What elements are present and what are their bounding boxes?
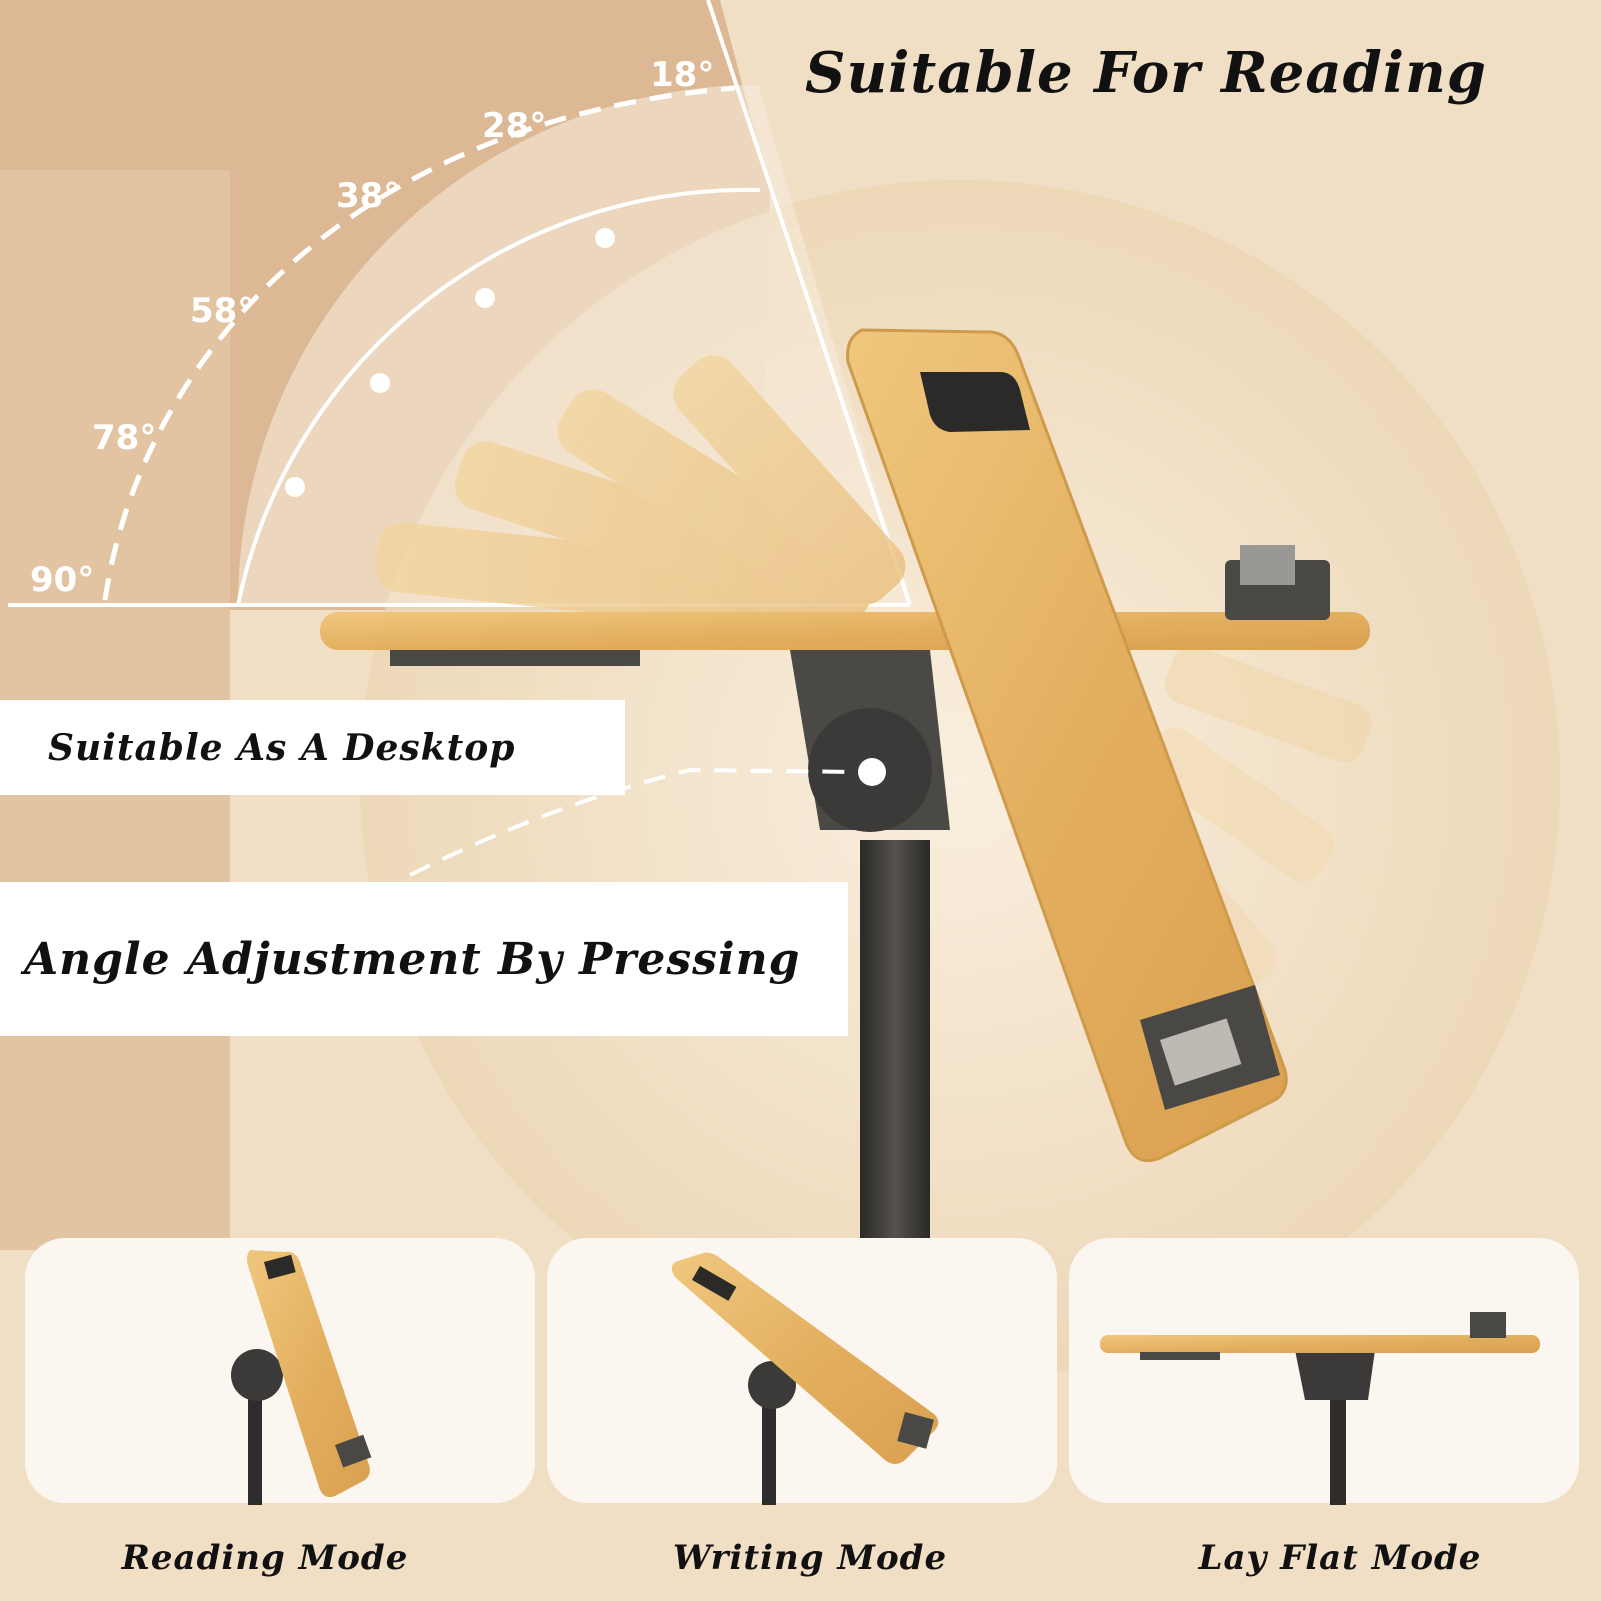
tilt-guide	[706, 0, 912, 606]
headline: Suitable For Reading	[805, 40, 1487, 106]
angle-label-78: 78°	[92, 418, 157, 458]
angle-label-58: 58°	[190, 291, 255, 331]
arc-dot	[595, 228, 615, 248]
writing-mode-label: Writing Mode	[672, 1538, 948, 1578]
arc-dot	[370, 373, 390, 393]
desktop-callout: Suitable As A Desktop	[0, 700, 625, 795]
ghost-boards	[375, 355, 1372, 992]
arc-dot	[475, 288, 495, 308]
mode-caption-reading: Reading Mode	[55, 1532, 475, 1584]
stand-pole	[860, 840, 930, 1240]
reading-mode-label: Reading Mode	[121, 1538, 409, 1578]
angle-label-90: 90°	[30, 560, 95, 600]
tilted-board	[846, 328, 1288, 1163]
angle-label-38: 38°	[336, 176, 401, 216]
angle-callout-text: Angle Adjustment By Pressing	[24, 933, 801, 985]
reading-mode-thumbnail	[231, 1250, 372, 1505]
mode-caption-writing: Writing Mode	[600, 1532, 1020, 1584]
angle-callout: Angle Adjustment By Pressing	[0, 882, 848, 1036]
mode-caption-layflat: Lay Flat Mode	[1130, 1532, 1550, 1584]
angle-label-28: 28°	[482, 106, 547, 146]
hinge-pointer	[409, 767, 861, 877]
hinge-pin	[858, 758, 886, 786]
desktop-callout-text: Suitable As A Desktop	[48, 726, 516, 769]
layflat-mode-label: Lay Flat Mode	[1198, 1538, 1482, 1578]
arc-dot	[285, 477, 305, 497]
layflat-mode-thumbnail	[1100, 1312, 1540, 1505]
writing-mode-thumbnail	[671, 1252, 939, 1505]
inner-arc	[236, 187, 761, 606]
angle-label-18: 18°	[650, 55, 715, 95]
